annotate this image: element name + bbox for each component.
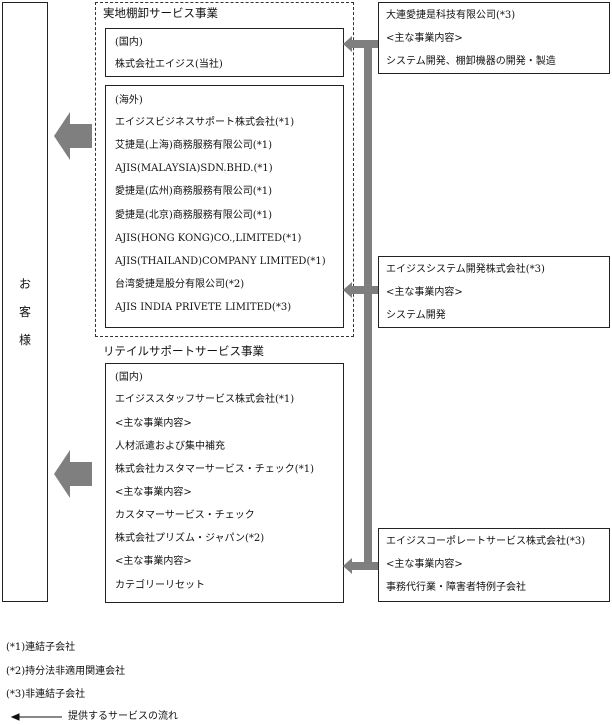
branch-domestic	[352, 40, 364, 48]
retail-section-title: リテイルサポートサービス事業	[103, 344, 264, 358]
overseas-company: AJIS INDIA PRIVETE LIMITED(*3)	[115, 302, 292, 313]
jissai-section-title: 実地棚卸サービス事業	[103, 6, 218, 20]
right-box-content-label: <主な事業内容>	[386, 33, 463, 44]
legend-item-3: (*3)非連結子会社	[6, 689, 86, 700]
jissai-section	[95, 2, 354, 337]
overseas-company: 愛捷是(広州)商務服務有限公司(*1)	[115, 186, 272, 197]
retail-line: カテゴリーリセット	[115, 580, 205, 591]
customer-label: お 客 様	[18, 277, 31, 347]
overseas-company: 艾捷是(上海)商務服務有限公司(*1)	[115, 140, 272, 151]
stub-right-1	[372, 40, 378, 48]
right-box-name: エイジスコーポレートサービス株式会社(*3)	[386, 536, 586, 547]
legend-item-1: (*1)連結子会社	[6, 642, 76, 653]
right-box-content-label: <主な事業内容>	[386, 559, 463, 570]
retail-line: (国内)	[115, 372, 143, 383]
branch-retail	[352, 562, 364, 570]
overseas-company: AJIS(MALAYSIA)SDN.BHD.(*1)	[115, 163, 273, 174]
stub-right-3	[372, 562, 378, 570]
right-box-content: システム開発	[386, 310, 446, 321]
retail-line: エイジススタッフサービス株式会社(*1)	[115, 394, 295, 405]
legend-arrow-label: 提供するサービスの流れ	[68, 711, 178, 722]
branch-overseas	[352, 286, 364, 294]
arrowhead-retail	[343, 558, 352, 574]
retail-line: 人材派遣および集中補充	[115, 441, 225, 452]
right-box-corporate	[378, 528, 610, 602]
customer-arrow-upper	[54, 112, 92, 160]
company-aeon-ajis: 株式会社エイジス(当社)	[115, 59, 223, 70]
overseas-company: AJIS(THAILAND)COMPANY LIMITED(*1)	[115, 256, 326, 267]
overseas-company: 台湾愛捷是股分有限公司(*2)	[115, 279, 245, 290]
domestic-header: (国内)	[115, 37, 143, 48]
retail-line: カスタマーサービス・チェック	[115, 510, 255, 521]
retail-line: <主な事業内容>	[115, 487, 192, 498]
customer-box	[2, 2, 48, 602]
retail-line: <主な事業内容>	[115, 556, 192, 567]
stub-right-2	[372, 286, 378, 294]
legend-arrow	[10, 713, 62, 721]
right-box-content-label: <主な事業内容>	[386, 287, 463, 298]
retail-line: <主な事業内容>	[115, 418, 192, 429]
legend-item-2: (*2)持分法非適用関連会社	[6, 666, 126, 677]
retail-line: 株式会社カスタマーサービス・チェック(*1)	[115, 464, 314, 475]
right-box-dalian	[378, 2, 610, 74]
arrowhead-overseas	[343, 282, 352, 298]
overseas-company: AJIS(HONG KONG)CO.,LIMITED(*1)	[115, 233, 302, 244]
arrowhead-domestic	[343, 36, 352, 52]
overseas-box	[105, 85, 344, 328]
retail-line: 株式会社プリズム・ジャパン(*2)	[115, 533, 265, 544]
right-box-system	[378, 256, 610, 328]
retail-box	[105, 363, 344, 603]
overseas-company: エイジスビジネスサポート株式会社(*1)	[115, 117, 295, 128]
right-box-name: エイジスシステム開発株式会社(*3)	[386, 264, 545, 275]
right-box-name: 大連愛捷是科技有限公司(*3)	[386, 10, 516, 21]
overseas-header: (海外)	[115, 95, 143, 106]
right-box-content: 事務代行業・障害者特例子会社	[386, 582, 526, 593]
overseas-company: 愛捷是(北京)商務服務有限公司(*1)	[115, 210, 272, 221]
right-box-content: システム開発、棚卸機器の開発・製造	[386, 56, 556, 67]
trunk-line	[364, 40, 372, 570]
customer-arrow-lower	[54, 450, 92, 498]
domestic-box	[105, 28, 344, 77]
